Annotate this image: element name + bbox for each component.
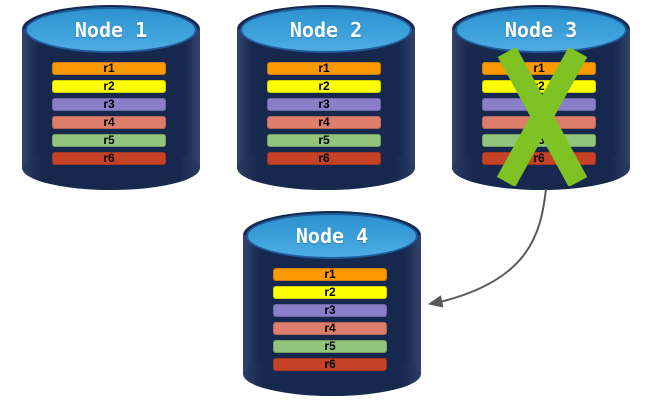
replica-label: r4 [103,115,115,129]
replica-label: r1 [533,61,545,75]
replica-label: r3 [103,97,115,111]
replica-bar-r5: r5 [267,134,381,147]
cylinder-cap: Node 2 [240,7,412,53]
node-4: Node 4 r1 r2 r3 r4 r5 r6 [243,211,421,397]
node-title: Node 1 [74,18,148,42]
replica-label: r1 [318,61,330,75]
replica-label: r6 [318,151,330,165]
node-2: Node 2 r1 r2 r3 r4 r5 r6 [237,5,415,191]
replica-bar-r4: r4 [273,322,387,335]
replica-bar-r5: r5 [52,134,166,147]
replica-label: r3 [324,303,336,317]
replica-stack: r1 r2 r3 r4 r5 r6 [273,268,387,371]
replica-label: r2 [533,79,545,93]
replica-label: r3 [318,97,330,111]
replica-bar-r6: r6 [273,358,387,371]
replica-label: r1 [324,267,336,281]
replica-bar-r4: r4 [52,116,166,129]
replica-bar-r6: r6 [267,152,381,165]
replica-bar-r6: r6 [52,152,166,165]
replica-label: r4 [318,115,330,129]
replica-label: r2 [318,79,330,93]
cylinder-cap: Node 4 [246,213,418,259]
replica-bar-r1: r1 [52,62,166,75]
replica-label: r5 [318,133,330,147]
replica-bar-r2: r2 [273,286,387,299]
replica-bar-r3: r3 [52,98,166,111]
replica-stack: r1 r2 r3 r4 r5 r6 [52,62,166,165]
node-title: Node 2 [289,18,363,42]
node-3: Node 3 r1 r2 r3 r4 r5 r6 [452,5,630,191]
replica-label: r6 [533,151,545,165]
replica-label: r6 [103,151,115,165]
cylinder-cap: Node 1 [25,7,197,53]
replica-bar-r5: r5 [273,340,387,353]
replica-label: r5 [324,339,336,353]
node-title: Node 4 [295,224,369,248]
replica-bar-r3: r3 [273,304,387,317]
replica-bar-r3: r3 [267,98,381,111]
replica-label: r5 [103,133,115,147]
replica-label: r1 [103,61,115,75]
replica-bar-r2: r2 [267,80,381,93]
node-title: Node 3 [504,18,578,42]
replica-bar-r1: r1 [273,268,387,281]
replica-label: r6 [324,357,336,371]
replica-stack: r1 r2 r3 r4 r5 r6 [267,62,381,165]
replica-bar-r2: r2 [52,80,166,93]
failure-x-icon [496,48,588,186]
replica-bar-r1: r1 [267,62,381,75]
replica-label: r4 [324,321,336,335]
replica-label: r2 [324,285,336,299]
replica-bar-r4: r4 [267,116,381,129]
cylinder-cap: Node 3 [455,7,627,53]
node-1: Node 1 r1 r2 r3 r4 r5 r6 [22,5,200,191]
replica-label: r2 [103,79,115,93]
